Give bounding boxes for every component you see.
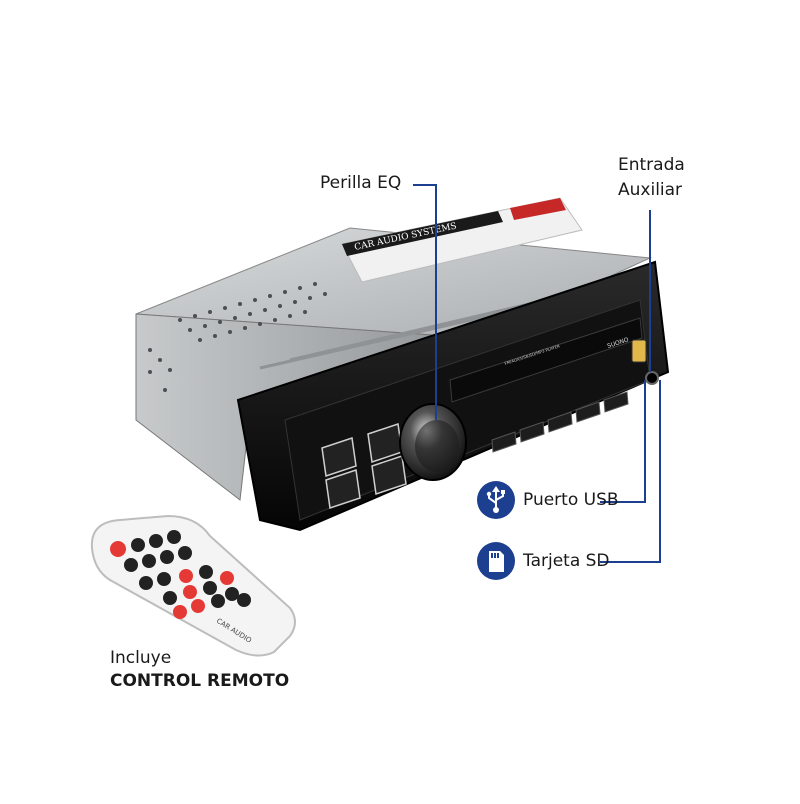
remote-button[interactable] — [142, 554, 156, 568]
remote-button[interactable] — [160, 550, 174, 564]
remote-button[interactable] — [167, 530, 181, 544]
usb-port-label: Puerto USB — [523, 490, 619, 510]
aux-jack — [645, 371, 659, 385]
remote-button[interactable] — [237, 593, 251, 607]
remote-control: CAR AUDIO — [90, 514, 296, 657]
eq-knob-label: Perilla EQ — [320, 173, 402, 193]
eq-knob-cap — [415, 420, 459, 472]
control-button[interactable] — [371, 455, 407, 495]
remote-red-button[interactable] — [220, 571, 234, 585]
usb-badge — [477, 481, 515, 519]
remote-red-button[interactable] — [183, 585, 197, 599]
remote-button[interactable] — [149, 534, 163, 548]
remote-buttons — [110, 530, 251, 619]
remote-control-label: CONTROL REMOTO — [110, 671, 290, 691]
remote-button[interactable] — [157, 572, 171, 586]
eq-callout-line — [413, 184, 437, 420]
preset-button[interactable] — [575, 401, 601, 423]
sticker-red-stripe — [510, 198, 566, 220]
preset-button[interactable] — [547, 411, 573, 433]
left-control-buttons — [321, 423, 407, 509]
remote-body — [90, 514, 296, 657]
remote-button[interactable] — [124, 558, 138, 572]
remote-button[interactable] — [139, 576, 153, 590]
usb-icon — [486, 486, 505, 513]
preset-buttons — [491, 391, 629, 453]
aux-input-label-line2: Auxiliar — [618, 180, 683, 200]
usb-callout-line — [600, 380, 646, 503]
remote-includes-label: Incluye — [110, 648, 172, 668]
preset-button[interactable] — [519, 421, 545, 443]
display-window — [449, 317, 643, 403]
remote-red-button[interactable] — [191, 599, 205, 613]
vent-holes — [148, 282, 327, 392]
aux-input-label-line1: Entrada — [618, 155, 685, 175]
remote-red-button[interactable] — [179, 569, 193, 583]
control-button[interactable] — [321, 437, 357, 477]
remote-button[interactable] — [163, 591, 177, 605]
preset-button[interactable] — [491, 431, 517, 453]
remote-red-button[interactable] — [173, 605, 187, 619]
remote-button[interactable] — [203, 581, 217, 595]
sd-callout-line — [600, 380, 661, 563]
preset-button[interactable] — [603, 391, 629, 413]
spec-sticker-header — [342, 211, 503, 256]
sd-card-icon — [489, 551, 504, 572]
remote-button[interactable] — [178, 546, 192, 560]
remote-button[interactable] — [199, 565, 213, 579]
remote-button[interactable] — [211, 594, 225, 608]
remote-button[interactable] — [225, 587, 239, 601]
sd-badge — [477, 542, 515, 580]
usb-slot — [631, 339, 647, 363]
sd-card-label: Tarjeta SD — [523, 551, 610, 571]
remote-power-button[interactable] — [110, 541, 126, 557]
control-button[interactable] — [325, 469, 361, 509]
remote-button[interactable] — [131, 538, 145, 552]
